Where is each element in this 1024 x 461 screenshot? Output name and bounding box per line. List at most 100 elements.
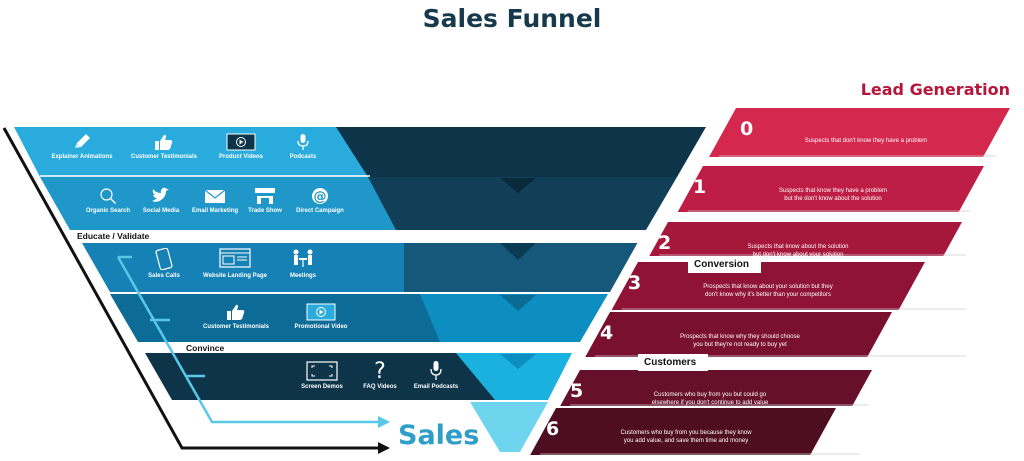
channel-customer-testimonials-2: Customer Testimonials [191, 303, 281, 330]
channel-label: FAQ Videos [363, 384, 397, 390]
envelope-icon [204, 189, 226, 203]
stage-0-shape [709, 108, 1010, 157]
stage-description-line: Suspects that don't know they have a pro… [804, 138, 928, 144]
channel-label: Meetings [289, 273, 316, 279]
inner-sales-arrow-line [116, 256, 378, 424]
stage-description-line: you but they're not ready to buy yet [693, 341, 787, 348]
channel-label: Email Marketing [191, 208, 238, 214]
stage-description-line: but don't know about your solution [752, 251, 844, 258]
web-page-icon [219, 248, 251, 268]
stage-6-shape [530, 408, 836, 455]
funnel-notch-2 [500, 295, 536, 311]
outer-sales-arrowhead [378, 442, 390, 454]
stage-6-number: 6 [546, 418, 560, 440]
channel-label: Customer Testimonials [131, 154, 197, 160]
channel-screen-demos: Screen Demos [277, 361, 367, 390]
stage-0-description: Suspects that don't know they have a pro… [776, 138, 956, 146]
stage-description-line: Suspects that know they have a problem [778, 188, 888, 194]
channel-website-landing-page: Website Landing Page [190, 248, 280, 279]
funnel-notch-1 [500, 243, 536, 260]
video-player-icon [226, 133, 256, 151]
channel-label: Social Media [142, 208, 180, 214]
channel-faq-videos: ? FAQ Videos [335, 358, 425, 390]
pencil-icon [75, 134, 90, 148]
channel-label: Promotional Video [294, 324, 348, 330]
row-band-4 [145, 353, 495, 400]
funnel-segment-5 [470, 402, 548, 452]
stage-description-line: Prospects that know why they should choo… [680, 334, 800, 340]
channel-label: Explainer Animations [51, 154, 113, 160]
stage-4-shape [585, 312, 892, 357]
stage-description-line: you add value, and save them time and mo… [623, 437, 749, 444]
channel-organic-search: Organic Search [63, 187, 153, 214]
stage-2-number: 2 [658, 232, 672, 254]
funnel-segment-1 [336, 177, 677, 230]
lead-generation-heading: Lead Generation [860, 80, 1010, 99]
stage-description-line: elsewhere if you don't continue to add v… [651, 399, 769, 406]
stage-description-line: Prospects that know about your solution … [703, 284, 833, 290]
channel-explainer-animations: Explainer Animations [37, 133, 127, 160]
screen-frame-icon [306, 361, 338, 381]
row-band-1 [40, 177, 396, 230]
channel-label: Website Landing Page [203, 273, 267, 279]
channel-promotional-video: Promotional Video [276, 303, 366, 330]
search-icon [100, 188, 116, 204]
page-title: Sales Funnel [422, 4, 602, 33]
stage-description-line: Customers who buy from you because they … [620, 430, 752, 436]
stage-5-number: 5 [570, 380, 584, 402]
channel-customer-testimonials: Customer Testimonials [119, 133, 209, 160]
channel-label: Direct Campaign [296, 208, 344, 214]
channel-email-marketing: Email Marketing [170, 187, 260, 214]
stage-3-description: Prospects that know about your solution … [678, 284, 858, 299]
channel-label: Screen Demos [301, 384, 343, 390]
sales-label: Sales [398, 420, 480, 451]
channel-direct-campaign: @ Direct Campaign [275, 187, 365, 214]
channel-product-videos: Product Videos [196, 133, 286, 160]
booth-icon [255, 188, 275, 204]
funnel-segment-0 [336, 127, 706, 177]
channel-label: Email Podcasts [413, 384, 459, 390]
stage-1-shape [677, 166, 984, 212]
stage-5-shape [560, 370, 872, 406]
stage-3-shape [611, 262, 925, 310]
channel-label: Customer Testimonials [203, 324, 269, 330]
stage-3-number: 3 [628, 272, 642, 294]
educate-bar [70, 230, 638, 243]
funnel-segment-2 [380, 242, 638, 292]
phone-icon [155, 248, 173, 270]
stage-4-description: Prospects that know why they should choo… [650, 334, 830, 349]
inner-sales-arrowhead [378, 416, 390, 428]
conversion-tag: Conversion [688, 256, 762, 273]
outer-sales-arrow-line [2, 127, 378, 450]
row-band-3 [110, 294, 440, 342]
microphone-icon [297, 134, 309, 150]
customers-tag: Customers [638, 354, 709, 371]
channel-label: Podcasts [289, 154, 317, 160]
stage-description-line: Customers who buy from you but could go [653, 392, 767, 398]
channel-trade-show: Trade Show [220, 187, 310, 214]
stage-4-number: 4 [600, 322, 614, 344]
channel-podcasts: Podcasts [258, 133, 348, 160]
stage-0-number: 0 [740, 118, 754, 140]
microphone-icon [430, 361, 442, 380]
at-sign-icon: @ [312, 188, 328, 205]
channel-label: Product Videos [219, 154, 263, 160]
channel-meetings: Meetings [258, 248, 348, 279]
stage-6-description: Customers who buy from you because they … [596, 430, 776, 445]
channel-social-media: Social Media [116, 187, 206, 214]
stages-group [530, 108, 1010, 455]
stage-1-number: 1 [693, 176, 707, 198]
convince-label: Convince [186, 343, 225, 353]
channel-email-podcasts: Email Podcasts [391, 360, 481, 390]
funnel-segment-3 [400, 294, 608, 342]
channel-sales-calls: Sales Calls [119, 248, 209, 279]
svg-text:@: @ [314, 190, 327, 205]
educate-validate-label: Educate / Validate [77, 231, 150, 241]
stage-description-line: but the don't know about the solution [784, 195, 882, 202]
funnel-notch-3 [500, 354, 536, 369]
